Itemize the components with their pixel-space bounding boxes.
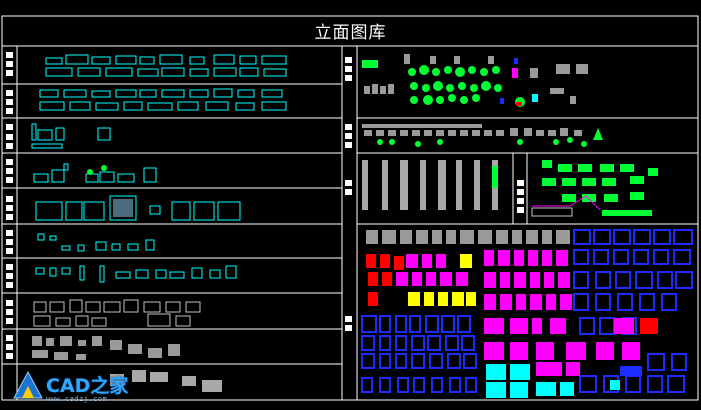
furniture-elevation-row-1 (45, 54, 287, 77)
drawing-title: 立面图库 (314, 23, 387, 43)
furniture-elevation-row-2 (39, 88, 287, 111)
shrub-elevation-row-2 (362, 124, 603, 147)
tree-elevation-row-1 (362, 54, 588, 107)
left-row-dividers (2, 46, 342, 400)
cabinet-elevation-row-3 (31, 123, 111, 149)
drawing-frame (1, 15, 699, 401)
column-elevation-row-3 (362, 160, 498, 210)
appliance-elevation-row-9 (32, 336, 180, 360)
wall-panel-elevation-row-3 (542, 160, 658, 216)
chair-elevation-row-4 (33, 163, 157, 183)
plant-marks-row-4 (87, 165, 107, 175)
watermark-brand: CAD之家 (46, 375, 129, 397)
furniture-elevation-row-8 (33, 299, 201, 327)
right-row-markers (345, 57, 524, 331)
wardrobe-elevation-row-5 (35, 195, 241, 221)
watermark-url: www.cadzj.com (46, 395, 108, 403)
cad-home-logo-icon (13, 370, 43, 399)
left-row-markers (6, 52, 13, 359)
right-row-dividers (357, 117, 698, 225)
wardrobe-fill-row-5 (113, 199, 133, 217)
lamp-elevation-row-6 (37, 233, 155, 252)
decor-elevation-row-7 (35, 265, 237, 283)
staircase-elevation-row-3 (531, 195, 601, 217)
door-elevation-top-blue (361, 229, 693, 393)
door-elevation-top-gray (366, 230, 570, 244)
column-highlight-row-3 (492, 166, 498, 188)
appliance-elevation-row-10 (110, 370, 222, 392)
door-elevation-red-magenta (366, 250, 658, 398)
